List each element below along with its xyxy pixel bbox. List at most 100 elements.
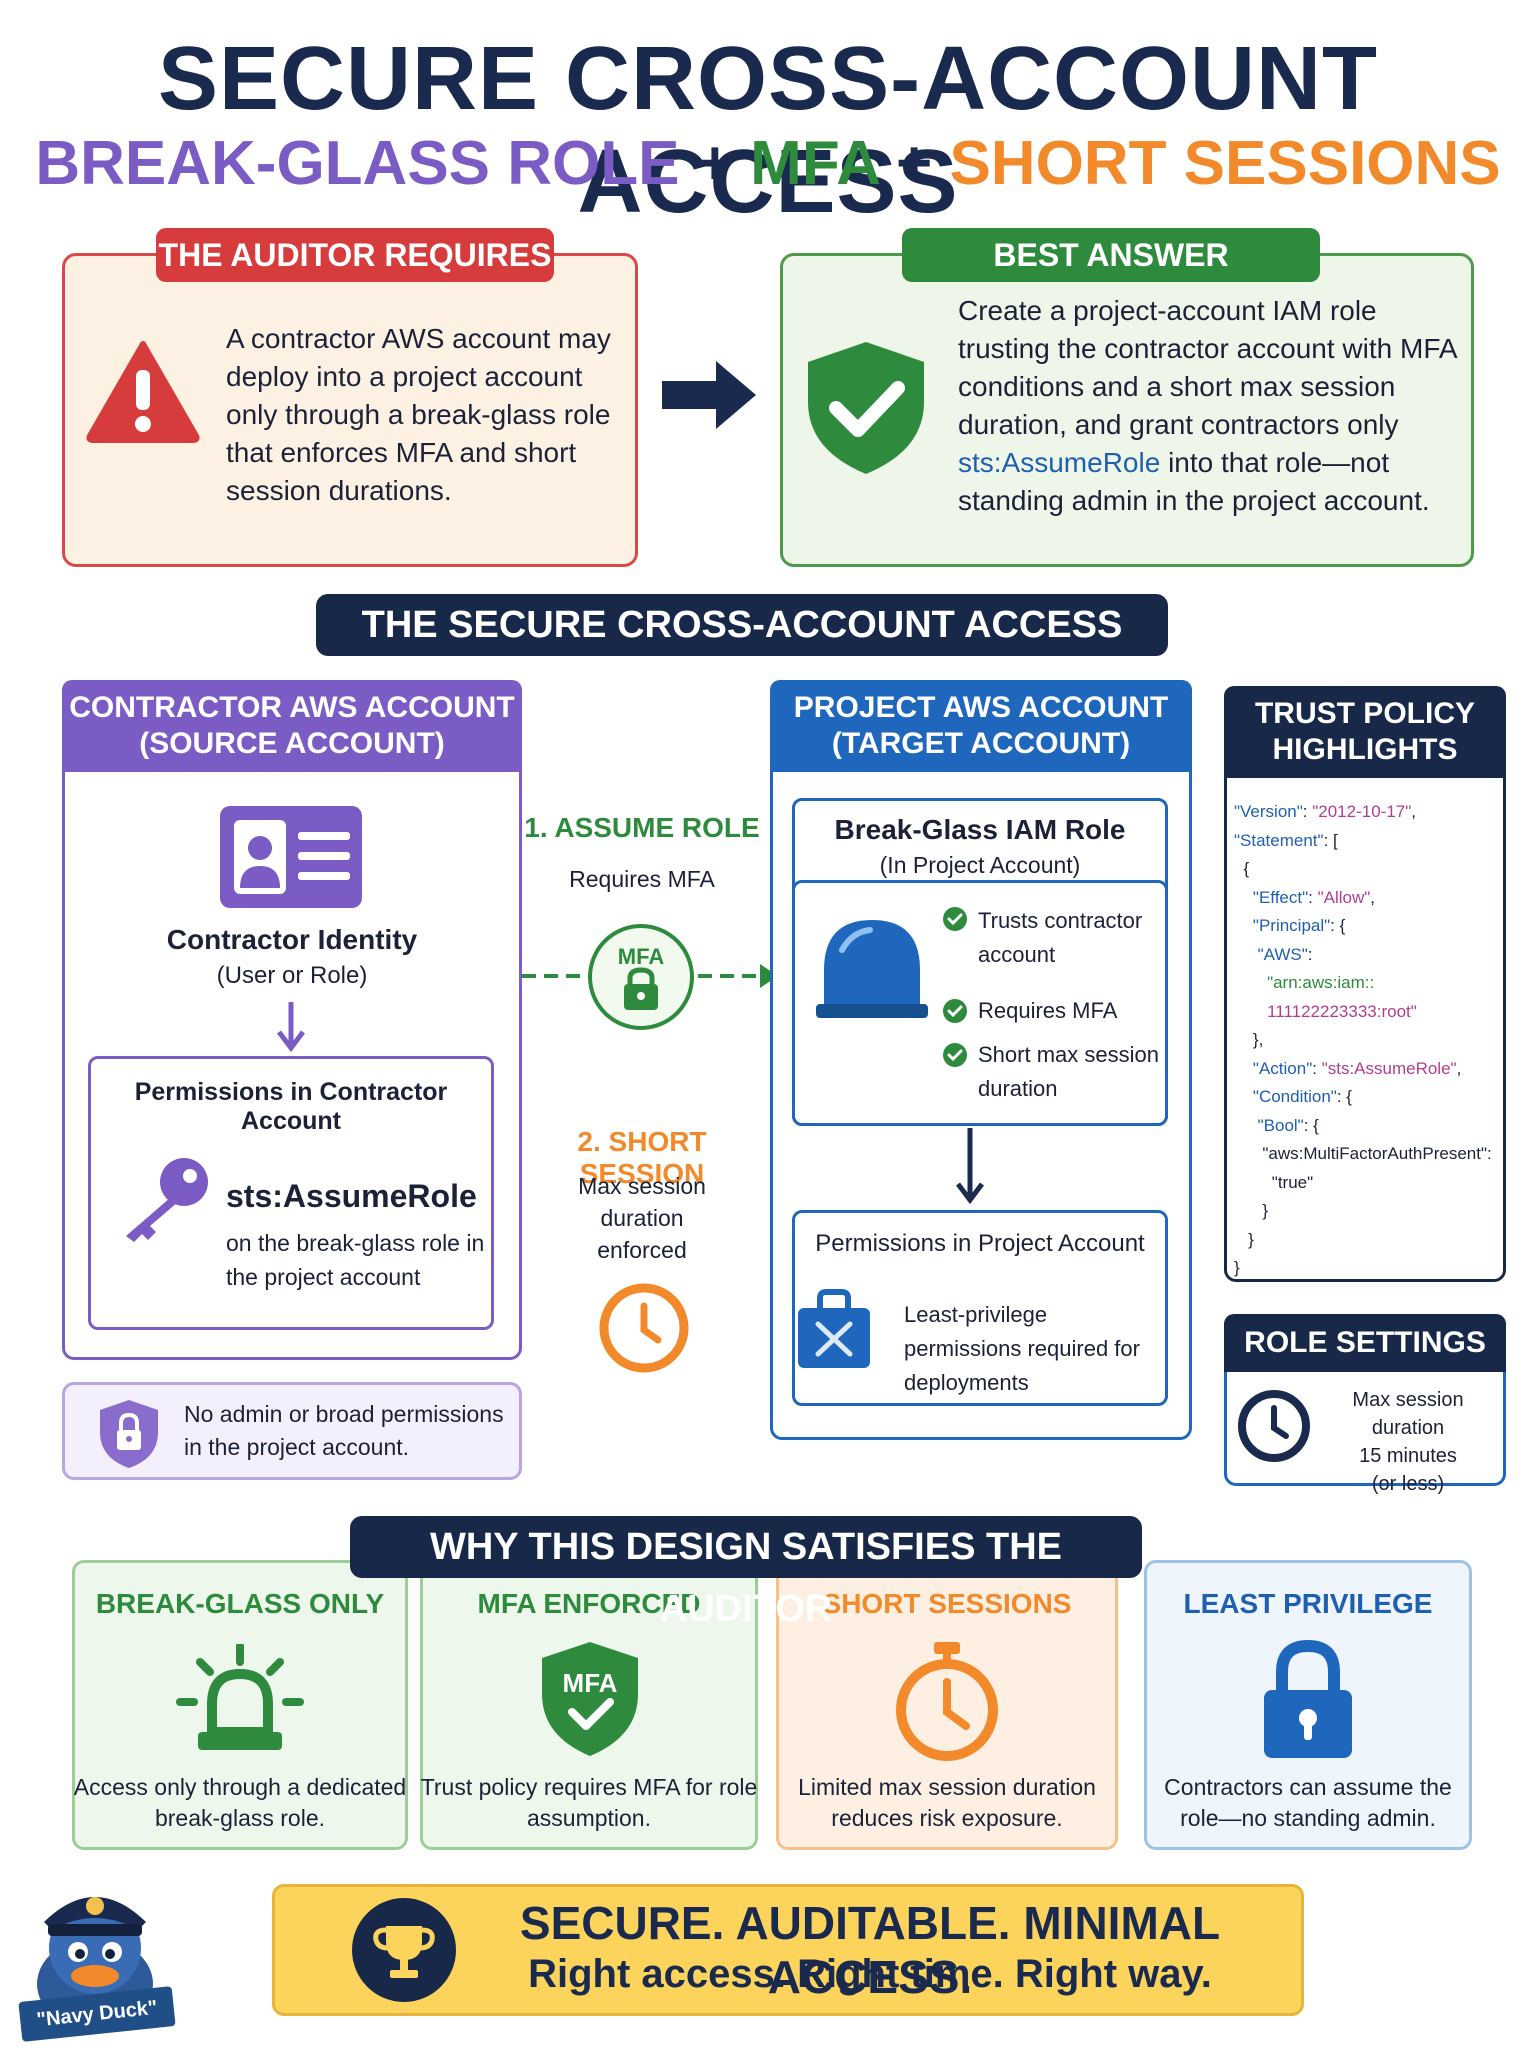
step-short-session-subtitle: Max session duration enforced — [578, 1173, 706, 1263]
code-version-val: "2012-10-17" — [1312, 802, 1412, 821]
why-card-title: BREAK-GLASS ONLY — [95, 1588, 385, 1619]
mfa-lock-icon: MFA — [588, 924, 694, 1030]
why-card-title: SHORT SESSIONS — [822, 1588, 1072, 1619]
subtitle-short-sessions: SHORT SESSIONS — [949, 129, 1501, 198]
sts-assumerole-label: sts:AssumeRole — [226, 1178, 477, 1214]
navy-duck-mascot-icon — [37, 1897, 153, 2030]
subtitle-plus-2: + — [895, 129, 933, 198]
code-bool-key: "Bool" — [1257, 1115, 1304, 1135]
stopwatch-icon — [896, 1642, 998, 1761]
best-answer-highlight: sts:AssumeRole — [958, 447, 1161, 478]
code-action-val: "sts:AssumeRole" — [1321, 1058, 1457, 1078]
lock-shield-icon — [100, 1400, 158, 1468]
auditor-banner: THE AUDITOR REQUIRES — [156, 228, 554, 282]
project-header-line1: PROJECT AWS ACCOUNT — [793, 691, 1169, 724]
subtitle-break-glass: BREAK-GLASS ROLE — [35, 129, 680, 198]
why-card-description: Limited max session duration reduces ris… — [798, 1774, 1096, 1831]
code-statement-key: "Statement" — [1234, 830, 1324, 850]
why-card-description: Access only through a dedicated break-gl… — [73, 1774, 407, 1831]
why-card-title: MFA ENFORCED — [477, 1588, 701, 1619]
auditor-text: A contractor AWS account may deploy into… — [226, 323, 611, 506]
trust-policy-panel — [1224, 686, 1506, 1282]
trust-policy-code: "Version": "2012-10-17", "Statement": [ … — [1234, 802, 1492, 1277]
page-subtitle: BREAK-GLASS ROLE + MFA + SHORT SESSIONS — [0, 128, 1536, 199]
role-setting-line2: 15 minutes — [1359, 1445, 1457, 1467]
why-card-break-glass — [72, 1560, 408, 1850]
break-glass-role-title: Break-Glass IAM Role — [834, 814, 1126, 845]
code-arn-line2: 111122223333:root" — [1267, 1001, 1417, 1021]
padlock-icon — [1264, 1639, 1352, 1758]
mfa-shield-icon: MFA — [542, 1642, 638, 1756]
check-circle-icon — [943, 907, 967, 931]
bottom-banner-tagline: Right access. Right time. Right way. — [528, 1952, 1212, 1996]
down-arrow-icon — [277, 1002, 305, 1052]
project-account-header: PROJECT AWS ACCOUNT (TARGET ACCOUNT) — [770, 680, 1192, 772]
code-mfa-val: "true" — [1271, 1172, 1314, 1192]
mfa-shield-label: MFA — [563, 1668, 618, 1698]
code-arn-line1: "arn:aws:iam:: — [1267, 973, 1375, 992]
check-circle-icon — [943, 999, 967, 1023]
sts-assumerole-description: on the break-glass role in the project a… — [226, 1230, 485, 1290]
step-assume-role-subtitle: Requires MFA — [569, 866, 715, 892]
best-answer-text-end: into that role—not standing admin in the… — [958, 447, 1430, 516]
break-glass-role-subtitle: (In Project Account) — [879, 852, 1081, 878]
contractor-identity-sublabel: (User or Role) — [216, 962, 368, 989]
best-answer-text: Create a project-account IAM role trusti… — [958, 292, 1458, 520]
code-effect-key: "Effect" — [1252, 887, 1309, 907]
siren-icon — [176, 1644, 304, 1750]
why-card-description: Trust policy requires MFA for role assum… — [420, 1774, 758, 1831]
code-condition-key: "Condition" — [1252, 1087, 1337, 1106]
page-title: SECURE CROSS-ACCOUNT ACCESS — [157, 29, 1379, 232]
code-mfa-key: "aws:MultiFactorAuthPresent" — [1262, 1144, 1487, 1163]
step-short-session-title: 2. SHORT SESSION — [577, 1126, 707, 1189]
contractor-header-line1: CONTRACTOR AWS ACCOUNT — [69, 691, 515, 724]
arrow-right-icon — [662, 361, 756, 429]
code-aws-key: "AWS" — [1257, 944, 1308, 964]
contractor-header-line2: (SOURCE ACCOUNT) — [139, 727, 445, 760]
subtitle-mfa: MFA — [750, 129, 879, 198]
project-permissions-text: Least-privilege permissions required for… — [904, 1302, 1140, 1395]
contractor-permissions-title: Permissions in Contractor Account — [134, 1078, 448, 1135]
why-section-banner: WHY THIS DESIGN SATISFIES THE AUDITOR — [350, 1516, 1142, 1630]
code-principal-key: "Principal" — [1252, 916, 1331, 935]
trust-header-line2: HIGHLIGHTS — [1272, 733, 1458, 766]
code-effect-val: "Allow" — [1317, 887, 1371, 907]
trophy-icon — [352, 1898, 456, 2002]
project-header-line2: (TARGET ACCOUNT) — [831, 727, 1131, 760]
contractor-account-header: CONTRACTOR AWS ACCOUNT (SOURCE ACCOUNT) — [62, 680, 522, 772]
warning-icon — [86, 341, 200, 443]
clock-icon — [599, 1283, 689, 1373]
code-action-key: "Action" — [1252, 1058, 1313, 1078]
trust-policy-header: TRUST POLICY HIGHLIGHTS — [1224, 686, 1506, 778]
bottom-banner-headline: SECURE. AUDITABLE. MINIMAL ACCESS. — [519, 1897, 1221, 2003]
why-card-title: LEAST PRIVILEGE — [1183, 1588, 1433, 1619]
check-trusts-contractor: Trusts contractor account — [978, 908, 1143, 967]
role-settings-header: ROLE SETTINGS — [1224, 1314, 1506, 1372]
check-short-session: Short max session duration — [978, 1042, 1159, 1101]
subtitle-plus-1: + — [696, 129, 733, 198]
design-section-banner: THE SECURE CROSS-ACCOUNT ACCESS DESIGN — [316, 594, 1168, 708]
toolbox-icon — [798, 1289, 870, 1368]
check-requires-mfa: Requires MFA — [978, 998, 1118, 1023]
contractor-identity-label: Contractor Identity — [166, 924, 418, 955]
break-glass-helmet-icon — [816, 920, 928, 1018]
contractor-permissions-card — [88, 1056, 494, 1330]
role-settings-text: Max session duration 15 minutes (or less… — [1316, 1386, 1500, 1498]
mfa-circle-label: MFA — [618, 944, 665, 969]
check-circle-icon — [943, 1043, 967, 1067]
clock-icon — [1238, 1390, 1310, 1462]
role-setting-line3: (or less) — [1371, 1473, 1445, 1495]
best-answer-banner: BEST ANSWER — [902, 228, 1320, 282]
project-permissions-title: Permissions in Project Account — [815, 1230, 1145, 1257]
why-card-description: Contractors can assume the role—no stand… — [1164, 1774, 1452, 1831]
no-admin-text: No admin or broad permissions in the pro… — [184, 1401, 504, 1460]
key-icon — [126, 1158, 208, 1242]
step-assume-role-title: 1. ASSUME ROLE — [524, 812, 760, 843]
role-setting-line1: Max session duration — [1352, 1389, 1464, 1439]
id-card-icon — [220, 806, 362, 908]
down-arrow-icon — [956, 1128, 984, 1204]
best-answer-text-start: Create a project-account IAM role trusti… — [958, 295, 1457, 440]
code-version-key: "Version" — [1234, 802, 1303, 821]
shield-check-icon — [808, 342, 924, 474]
trust-header-line1: TRUST POLICY — [1254, 697, 1475, 730]
